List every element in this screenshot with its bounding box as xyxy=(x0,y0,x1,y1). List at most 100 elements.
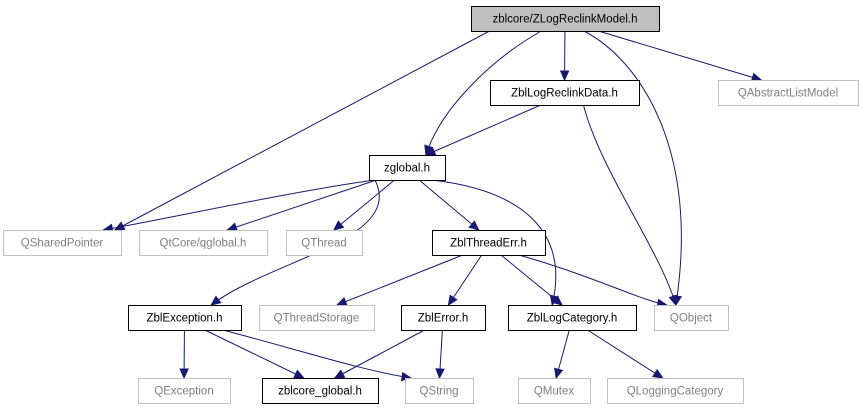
edge-line xyxy=(103,179,376,231)
node-zblexception[interactable]: ZblException.h xyxy=(128,305,242,331)
edge-zglobal-to-qsharedpointer xyxy=(102,179,376,234)
edge-root-to-qsharedpointer xyxy=(113,30,490,231)
node-qsharedpointer: QSharedPointer xyxy=(3,230,122,256)
edge-zbllogreclinkdata-to-qobject xyxy=(582,104,678,307)
node-qmutex: QMutex xyxy=(518,378,591,404)
node-box xyxy=(518,378,591,404)
node-label: QAbstractListModel xyxy=(738,88,838,100)
node-label: ZblError.h xyxy=(418,313,469,325)
arrowhead xyxy=(210,295,222,306)
node-root[interactable]: zblcore/ZLogReclinkModel.h xyxy=(471,6,660,32)
arrowhead xyxy=(551,295,563,306)
node-label: QtCore/qglobal.h xyxy=(160,238,247,250)
node-box xyxy=(508,305,637,331)
node-box xyxy=(259,305,375,331)
edge-root-to-zbllogreclinkdata xyxy=(559,30,570,82)
edge-zglobal-to-zblthreaderr xyxy=(418,179,480,231)
edge-zblthreaderr-to-zblerror xyxy=(447,254,483,307)
arrowhead xyxy=(447,294,458,307)
edge-zblthreaderr-to-qthreadstorage xyxy=(335,254,463,306)
edge-line xyxy=(333,179,395,231)
edge-line xyxy=(598,30,762,81)
node-label: QSharedPointer xyxy=(21,238,104,250)
node-qexception: QException xyxy=(138,378,231,404)
edge-zglobal-to-qglobal xyxy=(226,179,377,232)
edge-line xyxy=(582,104,677,306)
arrowhead xyxy=(652,368,664,379)
arrowhead xyxy=(179,368,189,380)
node-label: QString xyxy=(420,386,459,398)
edge-line xyxy=(425,104,542,156)
arrowhead xyxy=(226,222,239,232)
edge-line xyxy=(448,254,483,306)
node-label: zblcore_global.h xyxy=(278,386,362,398)
node-zblerror[interactable]: ZblError.h xyxy=(401,305,486,331)
node-qthreadstorage: QThreadStorage xyxy=(259,305,375,331)
arrowhead xyxy=(468,220,480,231)
node-label: ZblLogReclinkData.h xyxy=(511,88,618,100)
edge-line xyxy=(425,30,542,156)
edge-line xyxy=(227,179,377,231)
edge-zblerror-to-zblcore_global xyxy=(333,329,425,379)
node-box xyxy=(139,230,268,256)
node-qloggingcategory: QLoggingCategory xyxy=(607,378,744,404)
arrowhead xyxy=(113,221,126,231)
arrowhead xyxy=(333,369,346,379)
arrowhead xyxy=(435,368,445,380)
arrowhead xyxy=(559,70,570,82)
edge-zbllogreclinkdata-to-zglobal xyxy=(424,104,542,156)
node-label: ZblLogCategory.h xyxy=(527,313,618,325)
edge-zglobal-to-qthread xyxy=(333,179,395,231)
node-zbllogcategory[interactable]: ZblLogCategory.h xyxy=(508,305,637,331)
edge-zblexception-to-qstring xyxy=(222,329,413,382)
edge-line xyxy=(583,30,682,306)
edge-zbllogcategory-to-qloggingcategory xyxy=(587,329,664,379)
edge-zblerror-to-qstring xyxy=(435,329,445,380)
node-label: zblcore/ZLogReclinkModel.h xyxy=(492,14,637,26)
node-box xyxy=(3,230,122,256)
arrowhead xyxy=(293,369,305,379)
node-label: QObject xyxy=(670,313,713,325)
node-qstring: QString xyxy=(405,378,474,404)
node-box xyxy=(471,6,660,32)
edge-line xyxy=(114,30,490,231)
node-zglobal[interactable]: zglobal.h xyxy=(369,155,446,181)
edge-root-to-qobject xyxy=(583,30,683,307)
node-label: zglobal.h xyxy=(384,163,430,175)
node-box xyxy=(607,378,744,404)
node-box xyxy=(490,80,640,106)
edge-line xyxy=(418,179,480,231)
edge-line xyxy=(336,254,463,306)
node-box xyxy=(432,230,546,256)
edge-line xyxy=(500,254,563,306)
node-box xyxy=(128,305,242,331)
node-zbllogreclinkdata[interactable]: ZblLogReclinkData.h xyxy=(490,80,640,106)
edge-zblexception-to-zblcore_global xyxy=(204,329,305,379)
node-qabstractlistmodel: QAbstractListModel xyxy=(718,80,859,106)
edges-layer xyxy=(102,30,763,382)
edge-line xyxy=(518,254,667,306)
node-box xyxy=(405,378,474,404)
node-qglobal: QtCore/qglobal.h xyxy=(139,230,268,256)
edge-line xyxy=(222,329,412,379)
node-box xyxy=(286,230,363,256)
node-qobject: QObject xyxy=(654,305,729,331)
node-qthread: QThread xyxy=(286,230,363,256)
node-zblcore_global[interactable]: zblcore_global.h xyxy=(262,378,379,404)
node-label: QMutex xyxy=(534,386,575,398)
node-label: ZblException.h xyxy=(146,313,222,325)
edge-line xyxy=(204,329,304,379)
node-box xyxy=(718,80,859,106)
arrowhead xyxy=(668,294,678,307)
node-box xyxy=(401,305,486,331)
node-zblthreaderr[interactable]: ZblThreadErr.h xyxy=(432,230,546,256)
edge-line xyxy=(334,329,425,379)
node-label: QThread xyxy=(301,238,346,250)
node-label: ZblThreadErr.h xyxy=(450,238,527,250)
edge-zblthreaderr-to-zbllogcategory xyxy=(500,254,563,306)
arrowhead xyxy=(335,297,348,306)
edge-line xyxy=(431,179,557,306)
arrowhead xyxy=(333,220,345,231)
edge-zblexception-to-qexception xyxy=(179,329,189,380)
